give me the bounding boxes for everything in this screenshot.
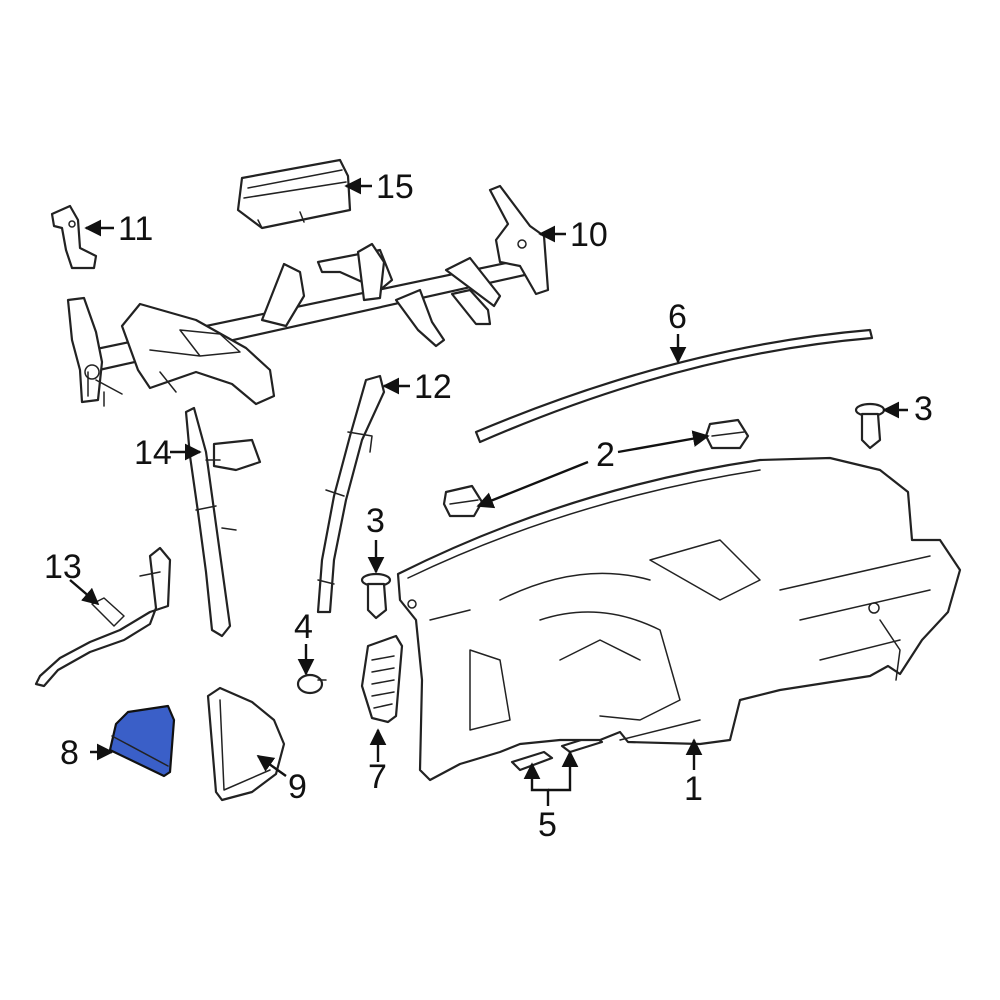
- callout-11[interactable]: 11: [118, 210, 153, 248]
- part-4-grommet[interactable]: [296, 673, 327, 695]
- callout-labels: 15 11 10 6 12 3 2 14 3 13 4 7 8 9 1 5: [44, 168, 933, 844]
- callout-7[interactable]: 7: [368, 758, 387, 796]
- callout-5[interactable]: 5: [538, 806, 557, 844]
- part-1-instrument-panel[interactable]: [396, 456, 962, 782]
- callout-8[interactable]: 8: [60, 734, 79, 772]
- part-10-cross-car-beam[interactable]: [66, 184, 550, 407]
- part-3-push-pin-center[interactable]: [360, 572, 392, 620]
- part-11-bracket[interactable]: [50, 204, 98, 270]
- callout-6[interactable]: 6: [668, 298, 687, 336]
- part-14-brace[interactable]: [184, 406, 262, 638]
- part-2-clip-left[interactable]: [442, 484, 484, 518]
- part-2-clip-right[interactable]: [704, 418, 750, 450]
- callout-1[interactable]: 1: [684, 770, 703, 808]
- part-13-brace[interactable]: [34, 546, 172, 688]
- callout-2[interactable]: 2: [596, 436, 615, 474]
- callout-3-right[interactable]: 3: [914, 390, 933, 428]
- callout-10[interactable]: 10: [570, 216, 608, 254]
- callout-3-center[interactable]: 3: [366, 502, 385, 540]
- leader-lines: [69, 177, 908, 806]
- part-3-push-pin-right[interactable]: [854, 402, 886, 450]
- callout-4[interactable]: 4: [294, 608, 313, 646]
- callout-12[interactable]: 12: [414, 368, 452, 406]
- part-8-side-cover[interactable]: [108, 704, 176, 778]
- callout-9[interactable]: 9: [288, 768, 307, 806]
- part-15-module-box[interactable]: [236, 158, 352, 230]
- part-6-moulding-strip[interactable]: [474, 328, 874, 444]
- part-8-fill: [108, 704, 176, 778]
- callout-15[interactable]: 15: [376, 168, 414, 206]
- callout-14[interactable]: 14: [134, 434, 172, 472]
- part-9-side-panel[interactable]: [206, 686, 286, 802]
- callout-13[interactable]: 13: [44, 548, 82, 586]
- part-7-air-vent[interactable]: [360, 634, 404, 724]
